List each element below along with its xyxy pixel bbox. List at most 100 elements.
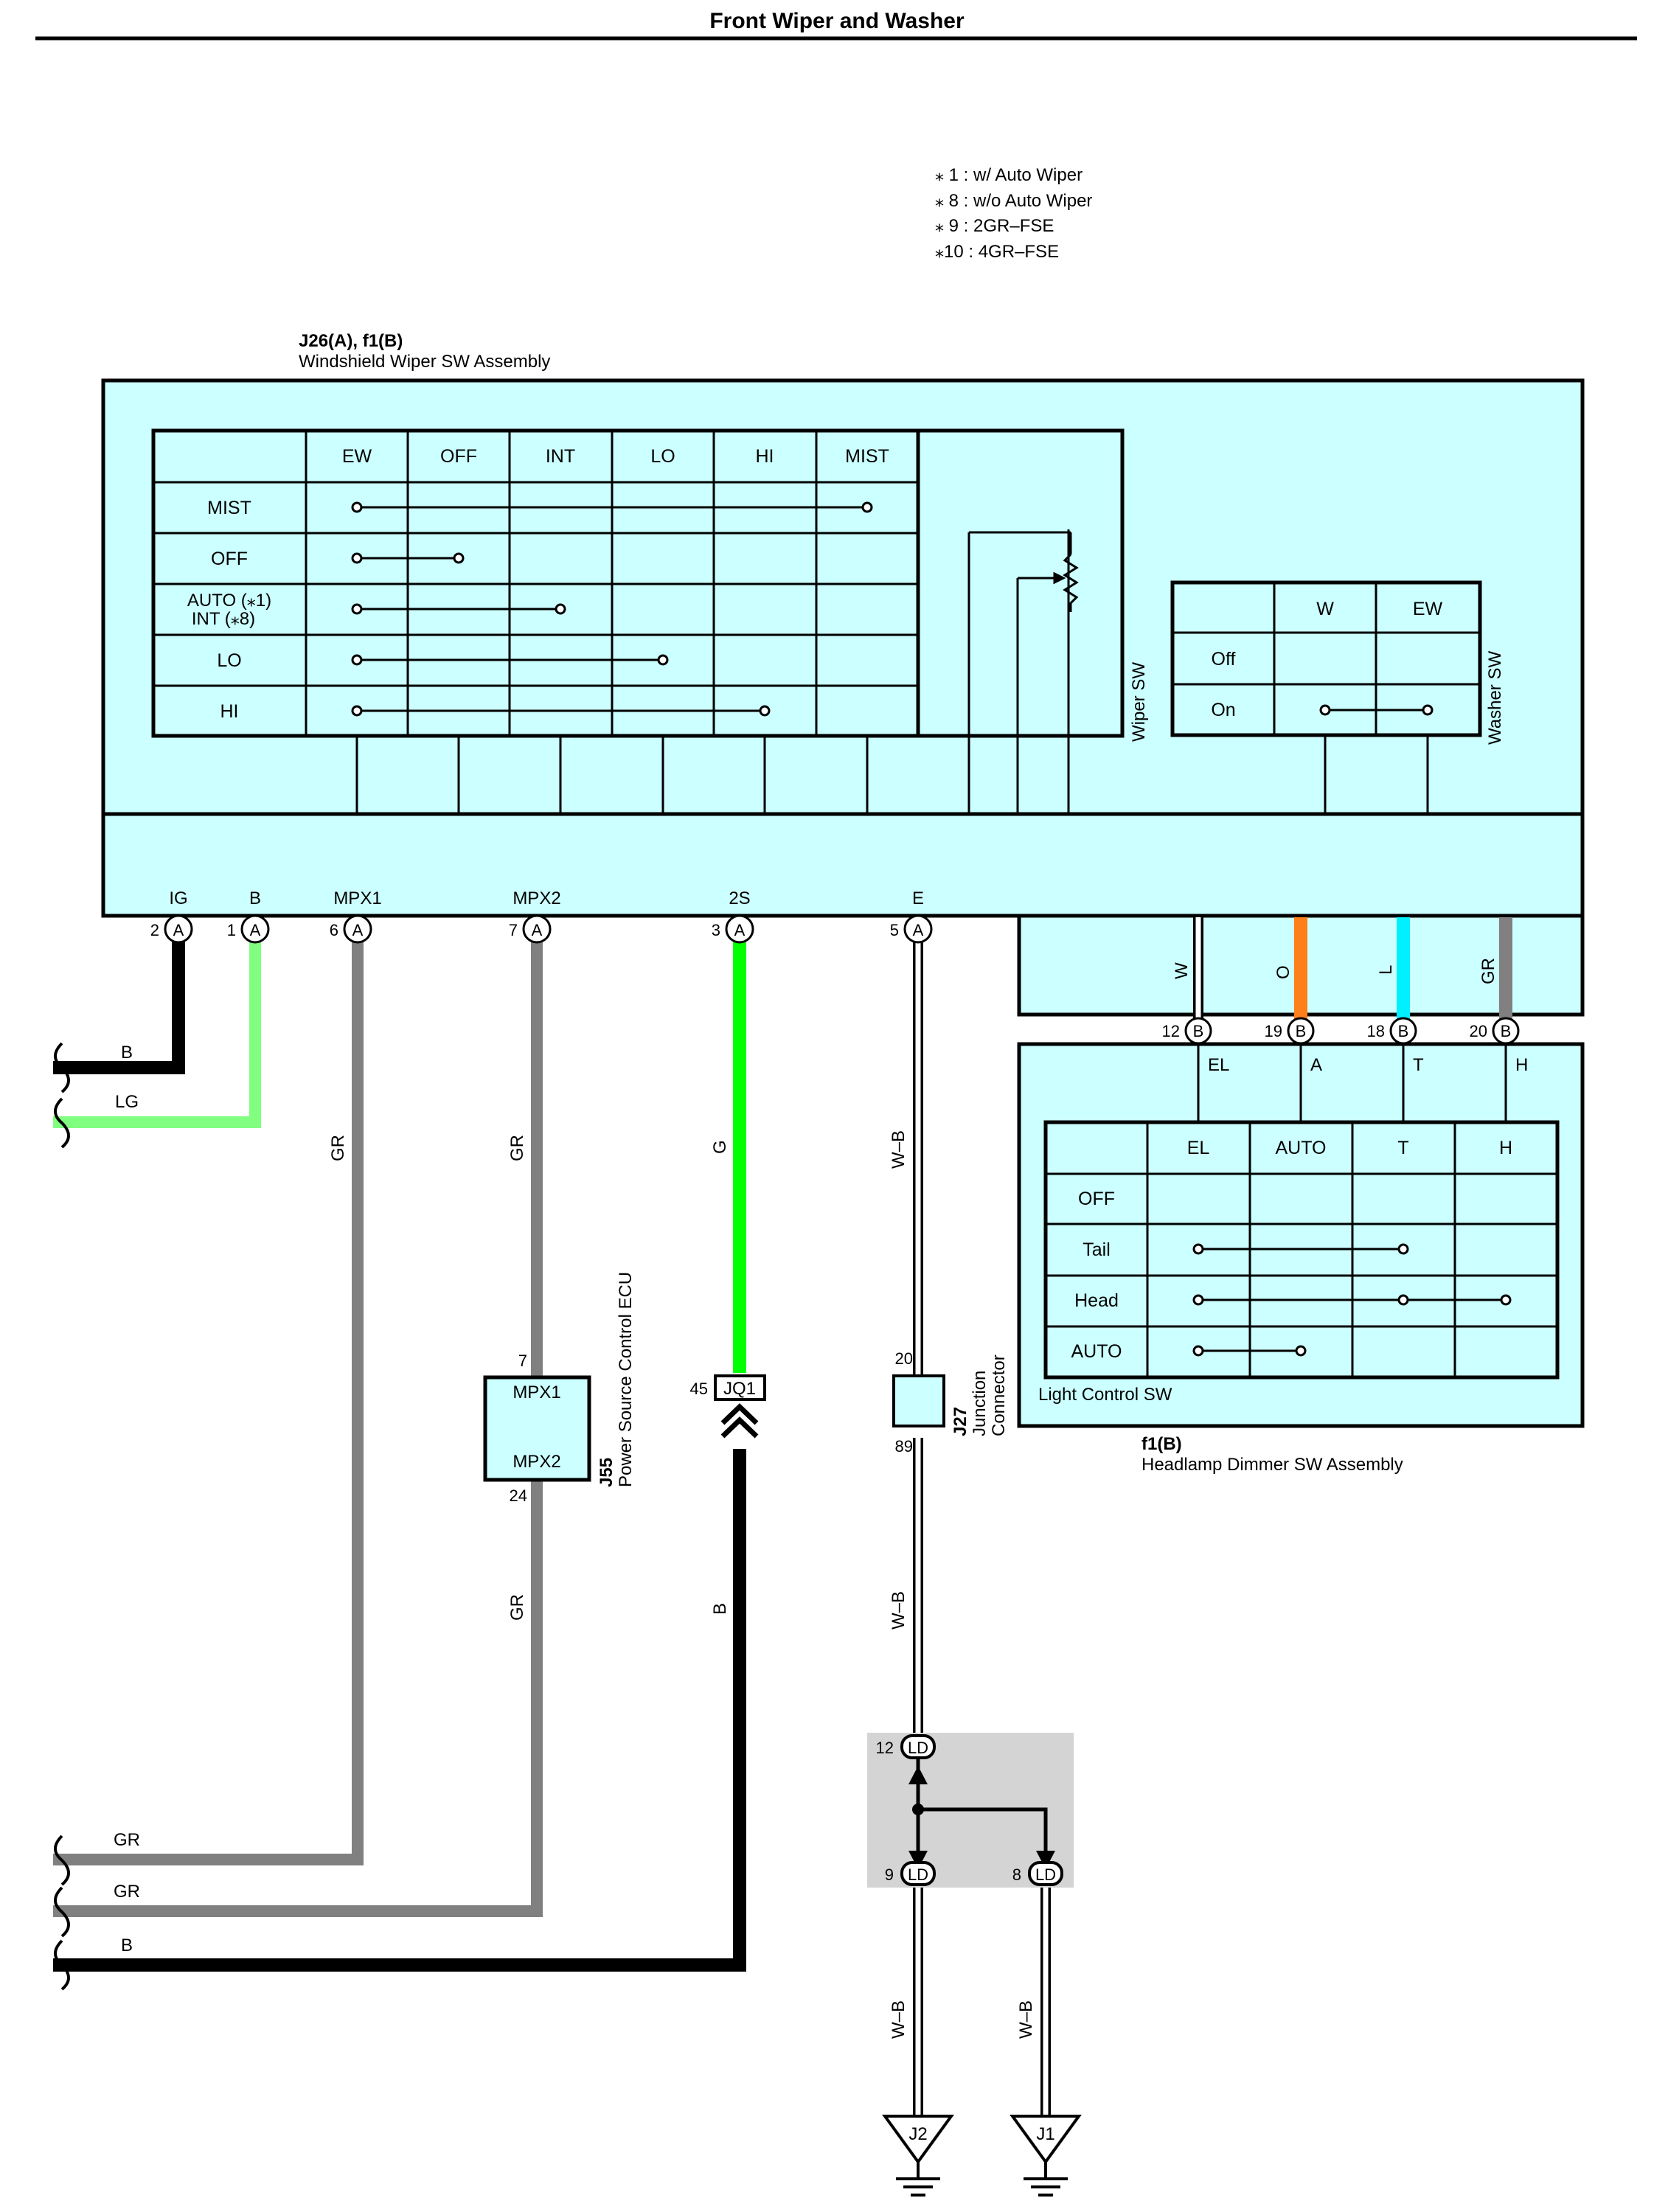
wiper-assy-code: J26(A), f1(B): [299, 331, 403, 351]
conn-2s: A 3: [712, 914, 754, 944]
svg-text:B: B: [1193, 1022, 1204, 1040]
junction-pin-89: 89: [895, 1437, 913, 1455]
terminal-ig: IG: [169, 888, 187, 908]
svg-text:LD: LD: [908, 1865, 928, 1884]
svg-text:J1: J1: [1036, 2124, 1054, 2144]
terminal-e: E: [912, 888, 924, 908]
wire-mpx1-gray: [53, 929, 364, 1865]
page-title: Front Wiper and Washer: [709, 9, 965, 33]
washer-switch-table: W EW Off On Washer SW: [1170, 580, 1505, 814]
jq1-pin: 45: [690, 1380, 708, 1398]
svg-text:12: 12: [876, 1739, 894, 1757]
ground-j2: J2: [882, 2115, 954, 2197]
dimmer-col-el: EL: [1187, 1138, 1210, 1158]
junction-connector: 20 89 J27 Junction Connector: [892, 1349, 1009, 1455]
dimmer-term-t: T: [1413, 1055, 1424, 1075]
ld-left: LD 9: [885, 1861, 936, 1886]
wiper-row-mist: MIST: [207, 498, 251, 518]
wb-wires: [913, 929, 1051, 2116]
dimmer-row-tail: Tail: [1083, 1239, 1111, 1260]
label-gr-mpx2-lower: GR: [507, 1594, 527, 1621]
wiper-col-hi: HI: [756, 446, 774, 467]
svg-text:A: A: [532, 921, 543, 939]
washer-col-w: W: [1316, 599, 1334, 619]
svg-text:B: B: [1398, 1022, 1409, 1040]
svg-text:8: 8: [1012, 1865, 1021, 1884]
dimmer-term-h: H: [1515, 1055, 1528, 1075]
washer-col-ew: EW: [1413, 599, 1443, 619]
svg-text:A: A: [734, 921, 746, 939]
svg-text:19: 19: [1265, 1022, 1282, 1040]
label-g: G: [710, 1140, 730, 1154]
dimmer-col-t: T: [1397, 1138, 1408, 1158]
ecu-mpx1: MPX1: [512, 1382, 560, 1402]
label-gr-b: GR: [1478, 958, 1498, 984]
svg-text:JQ1: JQ1: [723, 1379, 756, 1399]
label-gr-bottom-1: GR: [114, 1830, 140, 1850]
ecu-name: Power Source Control ECU: [616, 1272, 636, 1487]
label-l: L: [1376, 965, 1396, 975]
svg-text:A: A: [250, 921, 261, 939]
conn-b20: B 20: [1470, 1017, 1520, 1045]
svg-text:A: A: [352, 921, 364, 939]
label-wb-4: W–B: [1016, 2000, 1036, 2039]
conn-mpx2: A 7: [509, 914, 552, 944]
wire-color-labels: B LG GR GR G W–B GR B W–B GR GR B W–B W–…: [114, 1043, 1036, 2039]
label-b-top: B: [121, 1043, 133, 1062]
ecu-pin-7: 7: [518, 1352, 527, 1370]
conn-e: A 5: [890, 914, 933, 944]
conn-b19: B 19: [1265, 1017, 1315, 1045]
dimmer-term-el: EL: [1208, 1055, 1229, 1075]
conn-ig: A 2: [150, 914, 193, 944]
b-section-wires: W O L GR: [1172, 917, 1512, 1029]
svg-text:2: 2: [150, 921, 159, 939]
washer-row-off: Off: [1212, 649, 1236, 669]
washer-row-on: On: [1211, 700, 1235, 720]
wire-ig-black: [53, 929, 185, 1074]
svg-text:20: 20: [1470, 1022, 1487, 1040]
svg-text:5: 5: [890, 921, 899, 939]
junction-name-2: Connector: [989, 1354, 1009, 1436]
dimmer-name: Headlamp Dimmer SW Assembly: [1142, 1455, 1403, 1475]
dimmer-term-a: A: [1310, 1055, 1322, 1075]
label-o: O: [1273, 965, 1293, 979]
note-1: ⁎ 1 : w/ Auto Wiper: [935, 165, 1083, 185]
a-connectors: A 2 A 1 A 6 A 7 A 3 A 5: [150, 914, 933, 944]
wiper-col-off: OFF: [440, 446, 477, 467]
wiper-assy-lower: [101, 812, 1585, 918]
svg-text:3: 3: [712, 921, 720, 939]
dimmer-col-h: H: [1499, 1138, 1512, 1158]
ld-top: LD 12: [876, 1734, 936, 1759]
svg-text:1: 1: [227, 921, 236, 939]
label-wb-1: W–B: [889, 1130, 908, 1169]
svg-text:9: 9: [885, 1865, 894, 1884]
ground-j1: J1: [1010, 2115, 1082, 2197]
wiper-sw-label: Wiper SW: [1129, 662, 1149, 742]
wiper-col-lo: LO: [650, 446, 675, 467]
conn-b: A 1: [227, 914, 270, 944]
label-w: W: [1172, 962, 1192, 979]
ld-junction-block: LD 12 LD 9 LD 8: [867, 1733, 1074, 1888]
junction-code: J27: [951, 1407, 970, 1436]
label-lg: LG: [115, 1092, 139, 1112]
ecu-mpx2: MPX2: [512, 1452, 560, 1472]
label-wb-3: W–B: [889, 2000, 908, 2039]
dimmer-code: f1(B): [1142, 1434, 1182, 1454]
svg-text:18: 18: [1367, 1022, 1385, 1040]
wire-mpx2-gray-lower: [53, 1480, 543, 1917]
wire-b-lightgreen: [53, 929, 261, 1128]
wiper-col-int: INT: [546, 446, 575, 467]
wiper-row-off: OFF: [211, 549, 248, 569]
note-4: ⁎10 : 4GR–FSE: [935, 242, 1059, 262]
wiper-row-auto: AUTO (⁎1): [187, 591, 271, 611]
note-3: ⁎ 9 : 2GR–FSE: [935, 216, 1054, 236]
wiper-row-int: INT (⁎8): [192, 609, 255, 629]
label-gr-mpx1: GR: [328, 1135, 348, 1161]
wiper-switch-table: EW OFF INT LO HI MIST MIST OFF AUTO (⁎1)…: [151, 428, 1149, 814]
wiper-assy-upper: [101, 378, 1585, 816]
conn-mpx1: A 6: [330, 914, 372, 944]
svg-text:A: A: [173, 921, 184, 939]
label-b-bottom: B: [121, 1935, 133, 1955]
washer-sw-label: Washer SW: [1485, 651, 1505, 745]
